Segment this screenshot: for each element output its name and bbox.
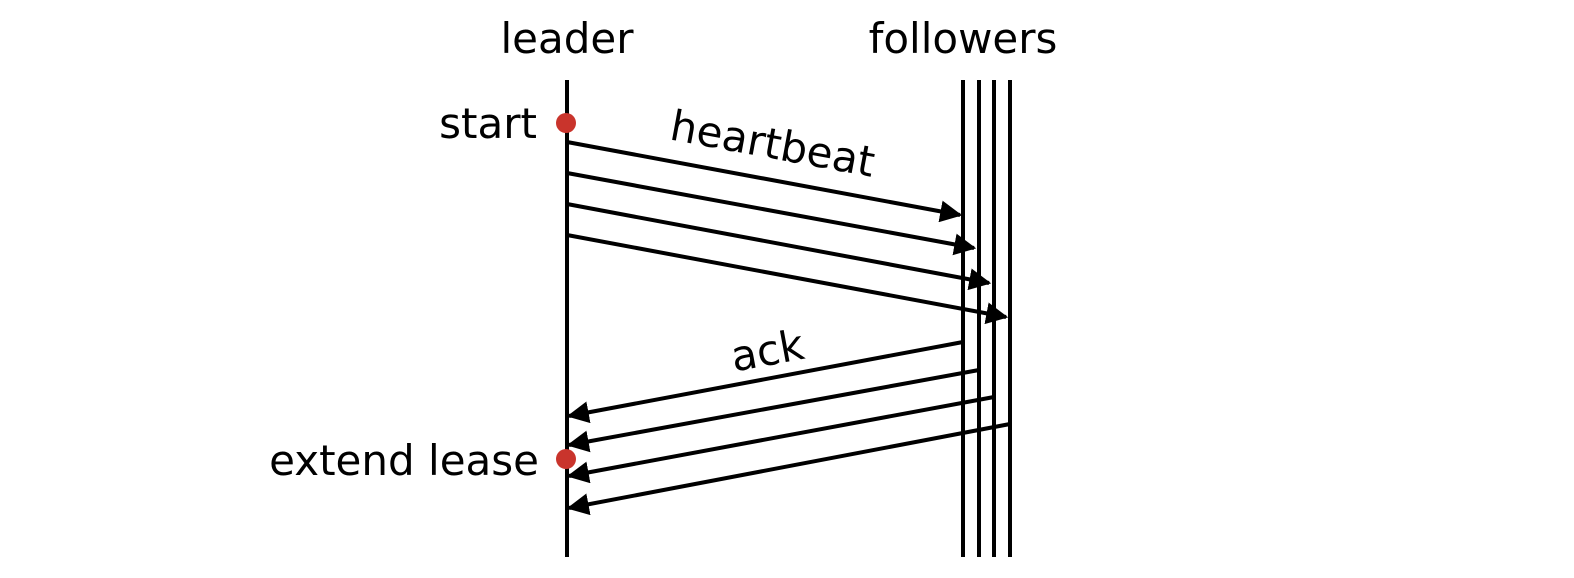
leader-label: leader: [500, 14, 634, 63]
ack-arrow-4: [566, 422, 1011, 516]
followers-label: followers: [869, 14, 1058, 63]
heartbeat-label: heartbeat: [667, 101, 879, 187]
start-marker: [556, 113, 576, 133]
heartbeat-arrow-3: [566, 202, 992, 291]
extend-lease-label: extend lease: [269, 436, 539, 485]
ack-arrow-3: [566, 395, 995, 484]
heartbeat-arrow-4: [566, 233, 1009, 325]
ack-arrow-1: [566, 340, 964, 424]
ack-arrow-2: [566, 368, 980, 453]
heartbeat-arrow-1: [566, 140, 963, 223]
heartbeat-arrow-2: [566, 171, 977, 256]
extend-lease-marker: [556, 449, 576, 469]
start-label: start: [439, 99, 537, 148]
